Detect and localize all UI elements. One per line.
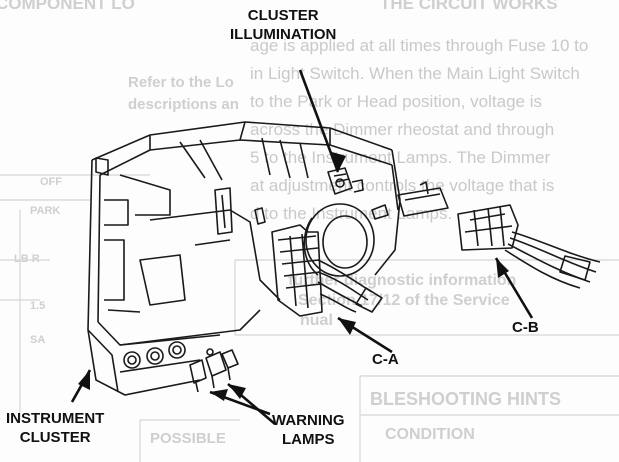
label-connector-cb: C-B (512, 319, 539, 336)
bleed-refer-1: Refer to the Lo (128, 74, 234, 91)
bleed-body-text: age is applied at all times through Fuse… (250, 32, 588, 228)
label-line: WARNING (272, 412, 345, 429)
bleed-body-line: age is applied at all times through Fuse… (250, 36, 589, 55)
label-line: LAMPS (282, 431, 335, 448)
bleed-refer-2: descriptions an (128, 96, 239, 113)
bleed-side-off: OFF (40, 176, 62, 188)
bleed-header-right: THE CIRCUIT WORKS (380, 0, 558, 13)
label-line: CLUSTER (19, 429, 91, 446)
bleed-further-2: Section 17/12 of the Service (298, 292, 510, 309)
label-line: INSTRUMENT (6, 410, 105, 427)
label-line: ILLUMINATION (230, 26, 337, 43)
bleed-body-line: across the Dimmer rheostat and through (250, 120, 555, 139)
bleed-body-line: to the Park or Head position, voltage is (250, 92, 542, 111)
bleed-possible: POSSIBLE (150, 430, 226, 447)
bleed-body-line: 5 to the Instrument Lamps. The Dimmer (250, 148, 551, 167)
bleed-condition: CONDITION (385, 426, 475, 443)
bleed-troubleshooting: BLESHOOTING HINTS (370, 389, 562, 409)
bleed-body-line: in Light Switch. When the Main Light Swi… (250, 64, 580, 83)
bleed-side-15: 1.5 (30, 300, 46, 312)
bleed-header-left: COMPONENT LO (0, 0, 135, 13)
label-line: CLUSTER (247, 7, 319, 24)
label-warning-lamps: WARNING LAMPS (272, 411, 345, 449)
label-connector-ca: C-A (372, 351, 399, 368)
bleed-body-line: at adjustment controls the voltage that … (250, 176, 555, 195)
bleed-further-3: nual (300, 312, 333, 329)
bleed-side-sa: SA (30, 334, 46, 346)
bleed-side-park: PARK (30, 205, 61, 217)
label-instrument-cluster: INSTRUMENT CLUSTER (6, 409, 104, 447)
label-cluster-illumination: CLUSTER ILLUMINATION (230, 6, 336, 44)
